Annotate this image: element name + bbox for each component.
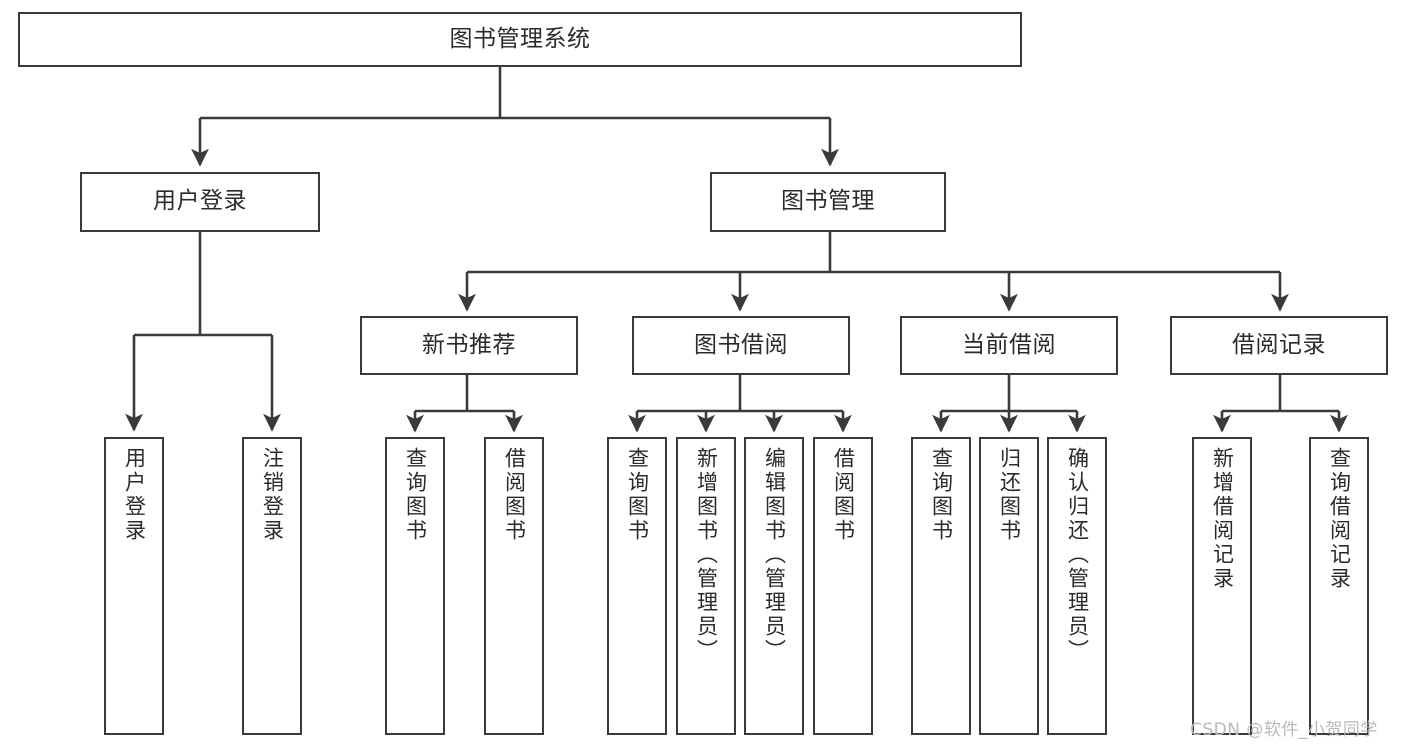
node-root-label: 图书管理系统 xyxy=(449,25,591,52)
node-leaf-edit-book-label: 编辑图书（管理员） xyxy=(762,447,787,663)
node-leaf-query-book-2-label: 查询图书 xyxy=(625,447,650,543)
node-leaf-user-logout-label: 注销登录 xyxy=(260,447,285,543)
node-book-borrow-label: 图书借阅 xyxy=(694,331,788,358)
node-root[interactable]: 图书管理系统 xyxy=(18,12,1022,67)
node-leaf-query-book-2[interactable]: 查询图书 xyxy=(607,437,667,735)
node-new-book-recommend[interactable]: 新书推荐 xyxy=(360,316,578,375)
node-leaf-borrow-book-2-label: 借阅图书 xyxy=(831,447,856,543)
node-leaf-add-book-label: 新增图书（管理员） xyxy=(694,447,719,663)
node-leaf-confirm-return-label: 确认归还（管理员） xyxy=(1065,447,1090,663)
node-leaf-add-record-label: 新增借阅记录 xyxy=(1210,447,1235,591)
node-leaf-add-book[interactable]: 新增图书（管理员） xyxy=(676,437,736,735)
node-leaf-query-book-3[interactable]: 查询图书 xyxy=(911,437,971,735)
node-leaf-user-login-label: 用户登录 xyxy=(122,447,147,543)
node-book-borrow[interactable]: 图书借阅 xyxy=(632,316,850,375)
node-leaf-return-book[interactable]: 归还图书 xyxy=(979,437,1039,735)
node-leaf-add-record[interactable]: 新增借阅记录 xyxy=(1192,437,1252,735)
node-leaf-query-book-1[interactable]: 查询图书 xyxy=(385,437,445,735)
node-leaf-user-login[interactable]: 用户登录 xyxy=(104,437,164,735)
node-leaf-edit-book[interactable]: 编辑图书（管理员） xyxy=(744,437,804,735)
csdn-watermark: CSDN @软件_小贺同学 xyxy=(1190,720,1378,740)
node-new-book-recommend-label: 新书推荐 xyxy=(422,331,516,358)
node-book-management[interactable]: 图书管理 xyxy=(710,172,946,232)
node-borrow-record[interactable]: 借阅记录 xyxy=(1170,316,1388,375)
node-borrow-record-label: 借阅记录 xyxy=(1232,331,1326,358)
node-current-borrow[interactable]: 当前借阅 xyxy=(900,316,1118,375)
node-leaf-user-logout[interactable]: 注销登录 xyxy=(242,437,302,735)
node-leaf-confirm-return[interactable]: 确认归还（管理员） xyxy=(1047,437,1107,735)
node-leaf-borrow-book-2[interactable]: 借阅图书 xyxy=(813,437,873,735)
node-user-login[interactable]: 用户登录 xyxy=(80,172,320,232)
node-leaf-query-record[interactable]: 查询借阅记录 xyxy=(1309,437,1369,735)
node-leaf-query-record-label: 查询借阅记录 xyxy=(1327,447,1352,591)
node-leaf-borrow-book-1[interactable]: 借阅图书 xyxy=(484,437,544,735)
node-book-management-label: 图书管理 xyxy=(781,188,875,215)
node-leaf-query-book-3-label: 查询图书 xyxy=(929,447,954,543)
node-leaf-query-book-1-label: 查询图书 xyxy=(403,447,428,543)
node-current-borrow-label: 当前借阅 xyxy=(962,331,1056,358)
node-user-login-label: 用户登录 xyxy=(153,188,247,215)
node-leaf-return-book-label: 归还图书 xyxy=(997,447,1022,543)
node-leaf-borrow-book-1-label: 借阅图书 xyxy=(502,447,527,543)
